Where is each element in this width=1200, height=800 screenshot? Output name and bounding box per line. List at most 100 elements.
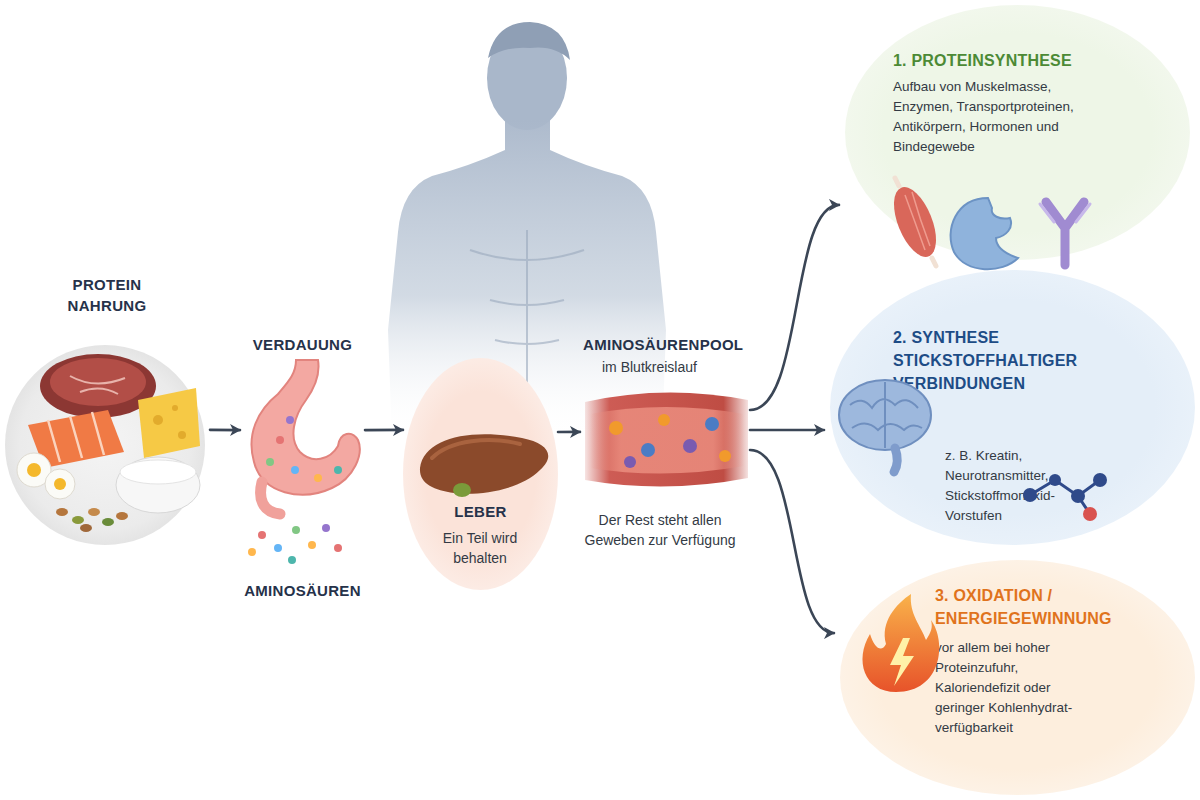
amino-dot: [286, 416, 294, 424]
steak: [40, 354, 156, 418]
amino-ball: [641, 443, 655, 457]
flow-arrow: [365, 429, 403, 432]
salmon-stripes: [48, 412, 104, 462]
outcome-title: 2. SYNTHESE STICKSTOFFHALTIGER VERBINDUN…: [893, 326, 1093, 395]
amino-dot: [276, 436, 284, 444]
amino-dot: [288, 556, 296, 564]
cheese-hole: [178, 431, 186, 439]
stomach-illustration: [248, 360, 360, 564]
egg: [45, 469, 75, 499]
human-silhouette: [388, 22, 666, 440]
liver-highlight: [432, 440, 520, 458]
food-node: PROTEIN NAHRUNG: [5, 270, 210, 550]
atom: [1093, 473, 1107, 487]
enzyme-icon: [951, 198, 1018, 269]
brain-folds: [850, 382, 922, 448]
flame: [862, 594, 939, 692]
outcome-ellipse: 3. OXIDATION / ENERGIEGEWINNUNG vor allem…: [840, 560, 1195, 795]
atom: [1071, 489, 1085, 503]
liver-node: LEBER Ein Teil wird behalten: [403, 358, 558, 590]
egg: [17, 453, 51, 487]
node-heading: VERDAUUNG: [230, 334, 375, 355]
muscle-icon: [885, 178, 944, 266]
salmon: [28, 410, 124, 468]
muscle-fibres: [905, 192, 930, 250]
bean: [72, 516, 84, 524]
flow-arrow: [750, 205, 839, 410]
cheese-hole: [172, 405, 178, 411]
node-heading: LEBER: [403, 501, 558, 522]
bean: [88, 508, 100, 516]
amino-ball: [705, 417, 719, 431]
flame-icon: [862, 594, 939, 692]
amino-dot: [322, 524, 330, 532]
bowl-content: [120, 460, 196, 484]
node-subheading: im Blutkreislauf: [602, 357, 752, 377]
duodenum: [261, 482, 280, 514]
molecule-bonds: [1030, 480, 1100, 514]
atom: [1049, 474, 1061, 486]
amino-ball: [624, 456, 636, 468]
bean: [56, 508, 68, 516]
steak-top: [50, 358, 146, 406]
hair-shape: [488, 22, 570, 60]
amino-ball: [719, 450, 731, 462]
cheese: [138, 388, 200, 458]
liver: [420, 434, 548, 493]
molecule-icon: [1023, 473, 1107, 521]
cheese-hole: [153, 415, 163, 425]
flow-arrow: [750, 429, 824, 432]
stomach: [251, 360, 359, 495]
amino-dot: [291, 466, 299, 474]
node-heading: AMINOSÄURENPOOL: [583, 334, 753, 355]
outcome-title: 3. OXIDATION / ENERGIEGEWINNUNG: [935, 584, 1135, 630]
flow-arrow: [210, 429, 240, 432]
amino-dot: [258, 531, 266, 539]
amino-dot: [292, 526, 300, 534]
vessel-illustration: [585, 392, 748, 486]
muscle: [885, 181, 944, 262]
amino-dot: [266, 458, 274, 466]
amino-ball: [609, 421, 623, 435]
amino-dot: [308, 541, 316, 549]
digestion-node: VERDAUUNGAMINOSÄUREN: [240, 330, 365, 605]
amino-dot: [314, 474, 322, 482]
food-illustration: [17, 354, 200, 532]
node-label: AMINOSÄUREN: [230, 580, 375, 601]
steak-marbling: [70, 376, 125, 394]
amino-dot: [248, 548, 256, 556]
lightning-bolt: [890, 638, 914, 686]
outcome-title: 1. PROTEINSYNTHESE: [893, 49, 1153, 72]
atom: [1083, 507, 1097, 521]
flow-arrow: [558, 431, 580, 434]
liver-illustration: [420, 434, 548, 497]
vessel-lumen: [590, 407, 744, 474]
bean: [116, 512, 128, 520]
node-body: Ein Teil wird behalten: [425, 528, 535, 568]
antibody-icon: [1040, 202, 1090, 265]
bowl: [116, 457, 200, 513]
antibody-chain: [1040, 204, 1090, 222]
atom: [1023, 488, 1037, 502]
egg-yolk: [54, 478, 66, 490]
brain-icon: [839, 380, 931, 472]
gallbladder: [453, 483, 471, 497]
blood-vessel: [585, 392, 748, 486]
amino-pool-node: AMINOSÄURENPOOLim BlutkreislaufDer Rest …: [580, 330, 750, 560]
flow-arrow: [750, 450, 834, 633]
outcome-ellipse: 2. SYNTHESE STICKSTOFFHALTIGER VERBINDUN…: [830, 270, 1195, 545]
outcome-body: vor allem bei hoher Proteinzufuhr, Kalor…: [935, 638, 1090, 738]
food-circle: [5, 345, 205, 545]
amino-dot: [334, 466, 342, 474]
node-heading: PROTEIN NAHRUNG: [57, 274, 157, 316]
tendon: [895, 178, 936, 266]
brain-stem: [894, 448, 897, 472]
brain: [839, 380, 931, 450]
antibody: [1046, 202, 1084, 265]
egg-yolk: [27, 463, 41, 477]
outcome-body: z. B. Kreatin, Neurotransmitter, Stickst…: [945, 446, 1080, 526]
outcome-body: Aufbau von Muskelmasse, Enzymen, Transpo…: [893, 77, 1083, 157]
bean: [80, 524, 92, 532]
